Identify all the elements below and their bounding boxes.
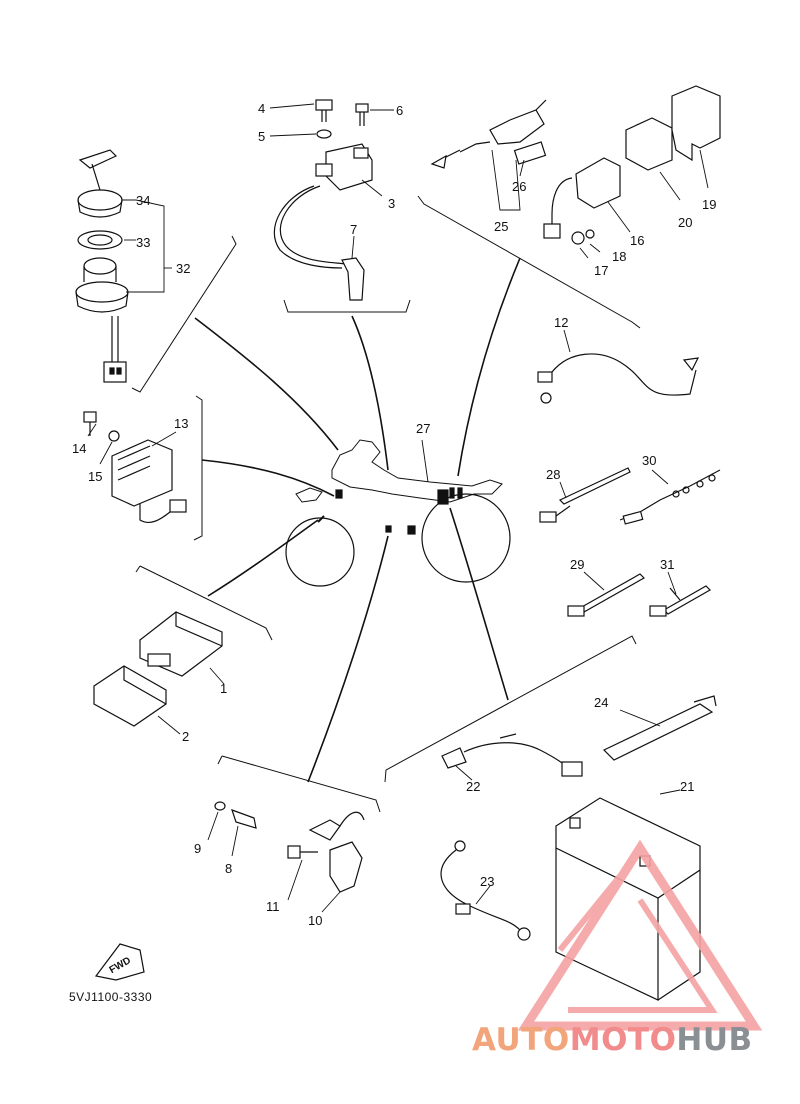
part-label-34: 34 bbox=[136, 193, 150, 208]
part-label-17: 17 bbox=[594, 263, 608, 278]
part-label-32: 32 bbox=[176, 261, 190, 276]
part-label-12: 12 bbox=[554, 315, 568, 330]
cable-bands bbox=[539, 467, 721, 617]
main-switch-assembly bbox=[75, 149, 129, 383]
part-label-27: 27 bbox=[416, 421, 430, 436]
part-label-23: 23 bbox=[480, 874, 494, 889]
battery-leads bbox=[440, 733, 583, 941]
part-label-15: 15 bbox=[88, 469, 102, 484]
part-label-2: 2 bbox=[182, 729, 189, 744]
regulator bbox=[83, 411, 187, 524]
part-label-30: 30 bbox=[642, 453, 656, 468]
sensor-lead bbox=[537, 353, 700, 404]
relay-units bbox=[625, 85, 721, 171]
watermark-logo-triangle bbox=[517, 839, 763, 1031]
drawing-code: 5VJ1100-3330 bbox=[69, 990, 153, 1004]
part-label-9: 9 bbox=[194, 841, 201, 856]
frame-outline bbox=[285, 439, 511, 587]
part-label-19: 19 bbox=[702, 197, 716, 212]
part-label-28: 28 bbox=[546, 467, 560, 482]
fwd-arrow bbox=[94, 943, 145, 981]
front-wheel-outline bbox=[285, 517, 355, 587]
part-label-6: 6 bbox=[396, 103, 403, 118]
part-label-22: 22 bbox=[466, 779, 480, 794]
starter-plug bbox=[430, 99, 547, 169]
part-label-18: 18 bbox=[612, 249, 626, 264]
part-label-31: 31 bbox=[660, 557, 674, 572]
part-label-10: 10 bbox=[308, 913, 322, 928]
rear-wheel-outline bbox=[421, 493, 511, 583]
cdi-unit bbox=[93, 611, 223, 727]
group-brackets bbox=[131, 195, 641, 813]
leader-lines bbox=[194, 257, 521, 783]
part-label-14: 14 bbox=[72, 441, 86, 456]
ignition-coil-assembly bbox=[273, 99, 373, 301]
part-label-5: 5 bbox=[258, 129, 265, 144]
brand-hub: HUB bbox=[676, 1022, 753, 1058]
battery-band bbox=[602, 695, 717, 761]
watermark-brand: AUTOMOTOHUB bbox=[472, 1022, 753, 1058]
part-label-25: 25 bbox=[494, 219, 508, 234]
switch-parts bbox=[214, 801, 365, 893]
part-label-33: 33 bbox=[136, 235, 150, 250]
part-label-20: 20 bbox=[678, 215, 692, 230]
part-label-1: 1 bbox=[220, 681, 227, 696]
brand-auto: AUTO bbox=[472, 1022, 570, 1058]
part-label-8: 8 bbox=[225, 861, 232, 876]
part-label-13: 13 bbox=[174, 416, 188, 431]
part-label-16: 16 bbox=[630, 233, 644, 248]
part-label-26: 26 bbox=[512, 179, 526, 194]
part-label-21: 21 bbox=[680, 779, 694, 794]
part-labels: 1 2 3 4 5 6 7 8 9 10 11 12 13 14 15 16 1… bbox=[72, 101, 716, 976]
part-label-29: 29 bbox=[570, 557, 584, 572]
starter-relay bbox=[543, 157, 621, 245]
part-label-3: 3 bbox=[388, 196, 395, 211]
part-label-24: 24 bbox=[594, 695, 608, 710]
part-label-4: 4 bbox=[258, 101, 265, 116]
number-leaders bbox=[87, 103, 709, 913]
brand-moto: MOTO bbox=[569, 1022, 677, 1058]
part-label-7: 7 bbox=[350, 222, 357, 237]
battery bbox=[555, 797, 701, 1001]
part-label-11: 11 bbox=[266, 899, 280, 914]
